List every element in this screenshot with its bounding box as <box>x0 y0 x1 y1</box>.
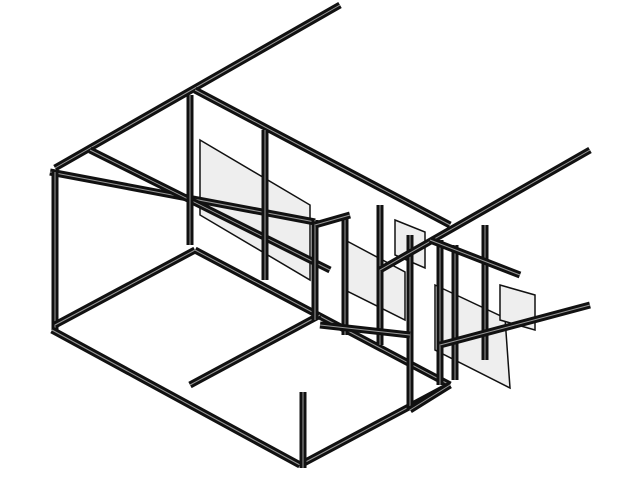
extrusion-bar-groove <box>429 239 521 276</box>
extrusion-bar-groove <box>314 214 351 226</box>
extrusion-bar-groove <box>439 304 591 346</box>
extrusion-bar-groove <box>409 384 451 411</box>
extrusion-bar-groove <box>89 149 331 271</box>
extrusion-frame <box>49 1 592 469</box>
extrusion-bar-groove <box>189 314 321 386</box>
extrusion-bar-groove <box>54 4 341 169</box>
extrusion-bar-groove <box>379 149 591 271</box>
extrusion-bar-groove <box>319 324 411 336</box>
extrusion-bar-groove <box>54 249 196 326</box>
extrusion-bar-groove <box>194 89 451 226</box>
extrusion-bar-groove <box>51 329 301 466</box>
